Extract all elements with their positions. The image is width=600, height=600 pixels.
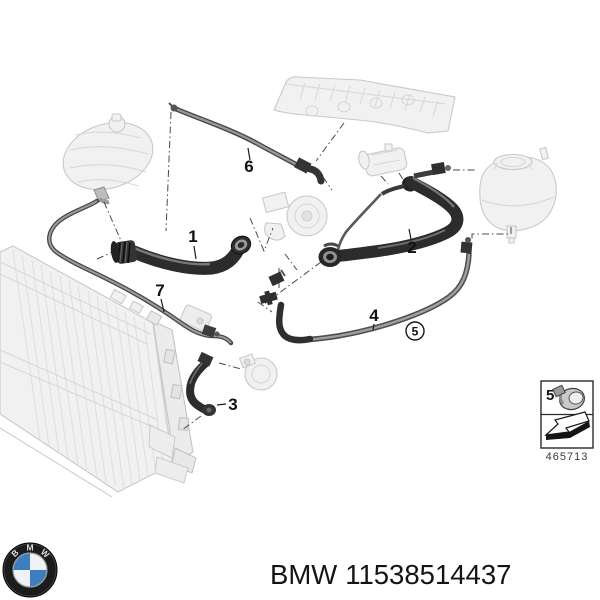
hose-4-clamp bbox=[460, 241, 473, 254]
radiator-bracket-illustration bbox=[180, 304, 212, 332]
hose-1-flange bbox=[230, 235, 252, 255]
bmw-logo-letter-b: B bbox=[9, 548, 20, 560]
hose-clamp-icon bbox=[552, 384, 586, 411]
callout-1-label: 1 bbox=[188, 227, 197, 246]
hose-4-illustration bbox=[259, 237, 473, 344]
callout-6-label: 6 bbox=[244, 157, 253, 176]
hose-2-clamp bbox=[431, 162, 446, 176]
left-expansion-tank-illustration bbox=[62, 113, 154, 205]
hose-6-illustration bbox=[168, 102, 325, 185]
hose-7-connector bbox=[201, 324, 217, 338]
callout-4-label: 4 bbox=[369, 306, 379, 325]
radiator-illustration bbox=[0, 245, 212, 498]
footer: B M W BMW 11538514437 bbox=[2, 542, 511, 598]
hose-1-bellows-connector bbox=[110, 240, 137, 264]
circled-callout-5: 5 bbox=[405, 321, 425, 341]
callouts: 1 2 3 4 6 7 5 bbox=[155, 147, 425, 414]
circled-callout-5-label: 5 bbox=[412, 325, 419, 339]
right-expansion-tank-illustration bbox=[479, 146, 557, 244]
hose-3-illustration bbox=[186, 351, 216, 416]
hose-3-upper-fitting bbox=[197, 351, 214, 367]
turbocharger-illustration bbox=[261, 191, 328, 241]
hose-1-illustration bbox=[110, 235, 252, 275]
hose-2-flange bbox=[318, 242, 342, 267]
hose-2-illustration bbox=[318, 162, 464, 267]
bmw-logo-quadrant-nw bbox=[13, 553, 30, 570]
bmw-logo-quadrant-se bbox=[30, 570, 47, 587]
junction-clamp-fitting bbox=[268, 271, 285, 287]
junction-t-fitting bbox=[259, 290, 278, 306]
part-number: 11538514437 bbox=[345, 559, 511, 590]
legend-diagram-code: 465713 bbox=[546, 451, 589, 463]
hose-7-illustration bbox=[47, 198, 234, 346]
radiator-fins bbox=[12, 249, 173, 490]
brand-name: BMW bbox=[270, 559, 337, 590]
engine-cylinder-head-illustration bbox=[273, 76, 456, 134]
bmw-logo-letter-m: M bbox=[26, 543, 33, 553]
legend-item-number: 5 bbox=[546, 387, 554, 404]
direction-arrow-icon bbox=[544, 411, 590, 440]
legend-box: 5 465713 bbox=[540, 380, 594, 463]
bmw-logo: B M W bbox=[2, 542, 58, 598]
coolant-valve-illustration bbox=[358, 143, 408, 177]
part-number-text: BMW 11538514437 bbox=[270, 559, 511, 590]
callout-7-label: 7 bbox=[155, 281, 164, 300]
callout-2-label: 2 bbox=[407, 238, 416, 257]
thermostat-illustration bbox=[238, 353, 278, 391]
callout-3-label: 3 bbox=[228, 395, 237, 414]
